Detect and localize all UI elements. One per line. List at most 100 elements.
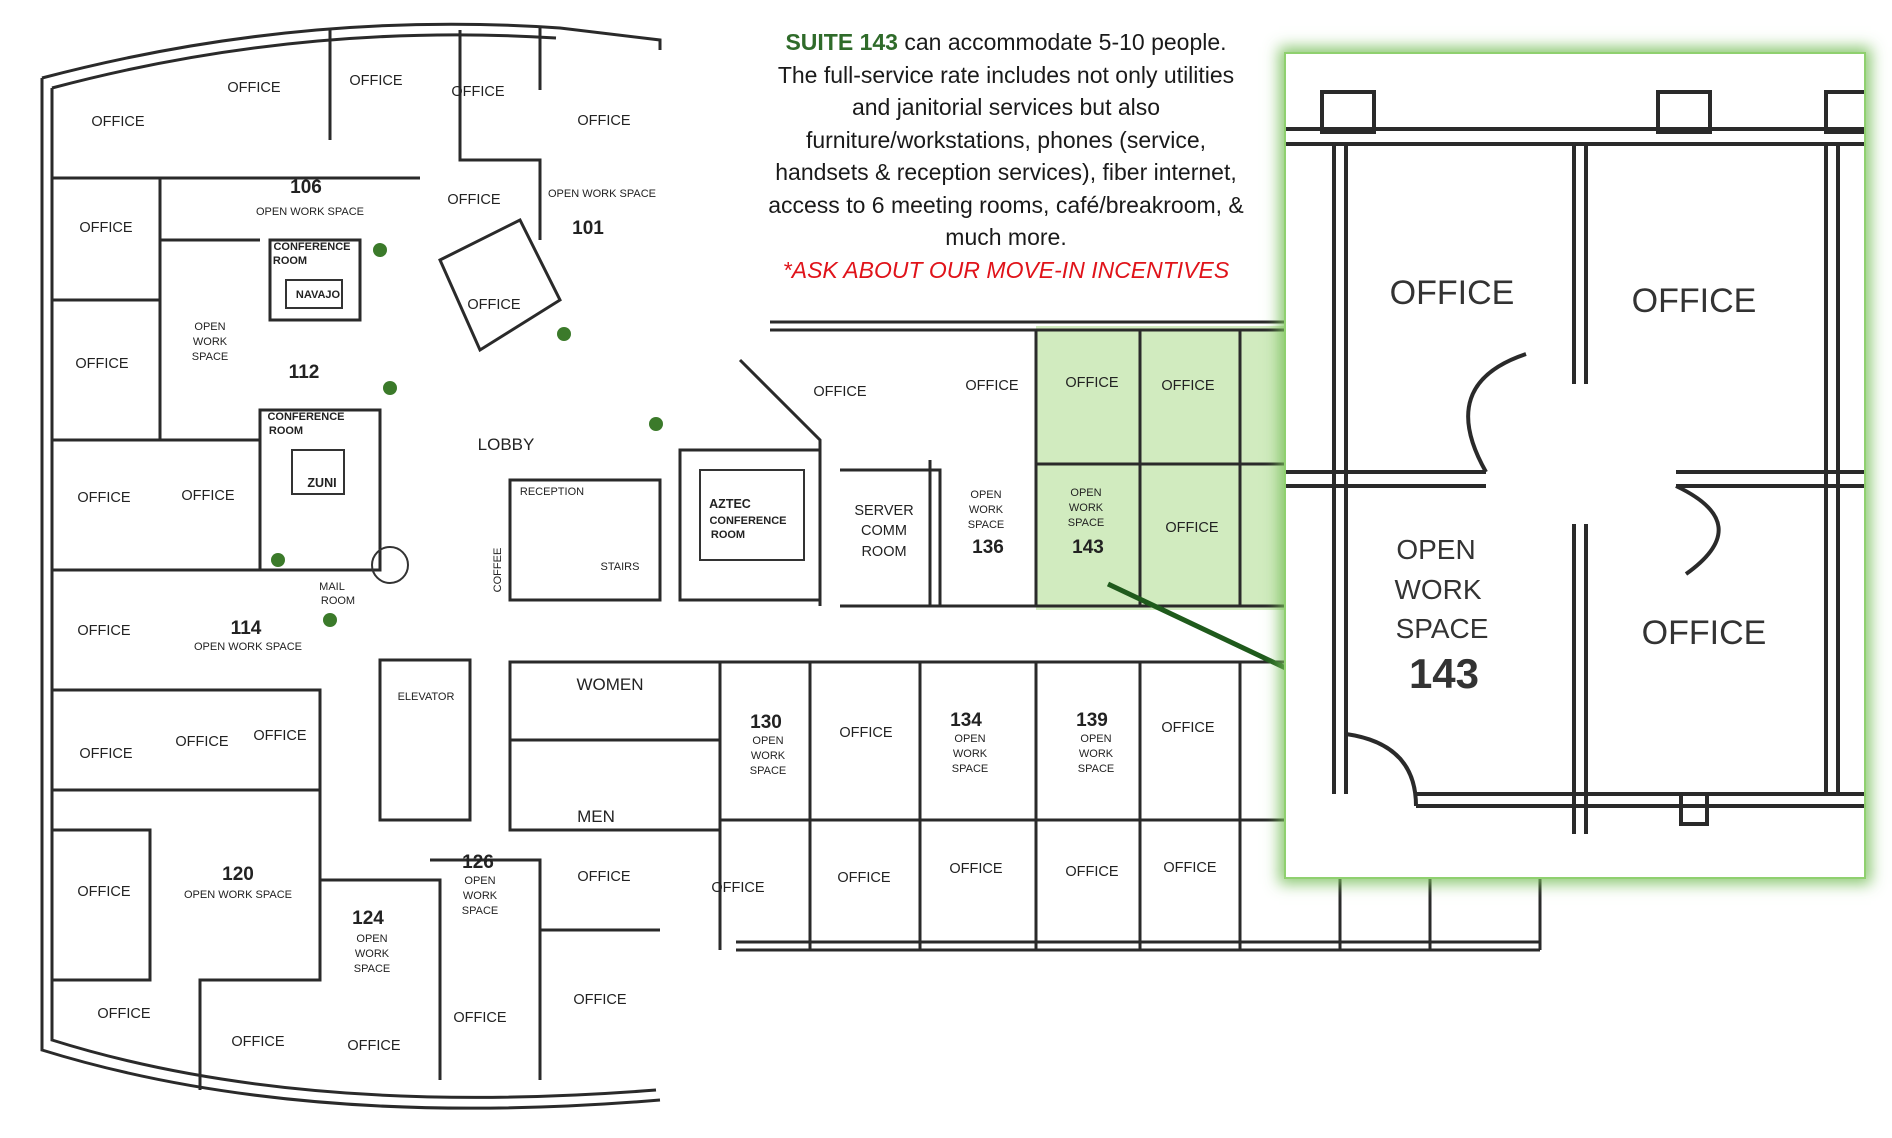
office-label: OFFICE (1161, 720, 1214, 736)
zoom-office-label: OFFICE (1632, 282, 1757, 320)
suite-136-number: 136 (972, 537, 1004, 558)
open-label: OPEN (752, 735, 783, 747)
office-label: OFFICE (253, 728, 306, 744)
description-line: furniture/workstations, phones (service, (805, 126, 1207, 153)
suite-120-number: 120 (222, 864, 254, 885)
office-label: OFFICE (227, 80, 280, 96)
space-label: SPACE (1068, 517, 1104, 529)
office-label: OFFICE (79, 220, 132, 236)
furniture (285, 279, 805, 584)
work-label: WORK (463, 890, 498, 902)
office-label: OFFICE (577, 869, 630, 885)
description-line: much more. (945, 224, 1067, 250)
suite-114-number: 114 (231, 618, 262, 639)
space-label: SPACE (462, 905, 498, 917)
suite-description: SUITE 143 can accommodate 5-10 people. T… (768, 26, 1244, 286)
space-label: SPACE (1078, 763, 1114, 775)
conference-label: CONFERENCE (273, 241, 350, 253)
office-label: OFFICE (839, 725, 892, 741)
suite-143-zoom-panel: OFFICE OFFICE OFFICE OPEN WORK SPACE 143 (1284, 52, 1866, 879)
suite-name: SUITE 143 (785, 29, 898, 55)
suite-143-number: 143 (1072, 537, 1104, 558)
office-label: OFFICE (77, 884, 130, 900)
move-in-incentive: *ASK ABOUT OUR MOVE-IN INCENTIVES (782, 256, 1230, 283)
open-label: OPEN (970, 489, 1001, 501)
open-label: OPEN (356, 933, 387, 945)
space-label: SPACE (750, 765, 786, 777)
women-restroom-label: WOMEN (576, 675, 643, 694)
office-label: OFFICE (231, 1034, 284, 1050)
room-label: ROOM (861, 544, 906, 560)
zoom-office-label: OFFICE (1642, 614, 1767, 652)
work-label: WORK (355, 948, 390, 960)
conference-label: CONFERENCE (709, 515, 786, 527)
suite-143-highlight (1036, 326, 1300, 610)
open-label: OPEN (464, 875, 495, 887)
suite-112-number: 112 (289, 362, 320, 383)
mail-label: MAIL (319, 581, 345, 593)
zoom-work-label: WORK (1394, 574, 1481, 605)
office-label: OFFICE (577, 113, 630, 129)
office-label: OFFICE (813, 384, 866, 400)
suite-capacity: can accommodate 5-10 people. (897, 29, 1227, 55)
office-label: OFFICE (347, 1038, 400, 1054)
office-label: OFFICE (447, 192, 500, 208)
open-label: OPEN (954, 733, 985, 745)
office-label: OFFICE (837, 870, 890, 886)
office-label: OFFICE (1161, 378, 1214, 394)
office-label: OFFICE (77, 623, 130, 639)
office-label: OFFICE (467, 297, 520, 313)
room-label: ROOM (273, 255, 307, 267)
description-line: handsets & reception services), fiber in… (775, 159, 1237, 185)
suite-106-number: 106 (290, 177, 322, 198)
elevator-label: ELEVATOR (398, 691, 455, 703)
server-label: SERVER (854, 503, 913, 519)
office-label: OFFICE (1065, 864, 1118, 880)
room-label: ROOM (321, 595, 355, 607)
office-label: OFFICE (97, 1006, 150, 1022)
open-work-space-label: OPEN WORK SPACE (548, 188, 656, 200)
work-label: WORK (953, 748, 988, 760)
plant-icons (271, 243, 663, 627)
description-line: and janitorial services but also (851, 94, 1161, 120)
office-label: OFFICE (77, 490, 130, 506)
suite-101-number: 101 (572, 218, 604, 239)
suite-134-number: 134 (950, 710, 982, 731)
coffee-label: COFFEE (492, 548, 504, 593)
suite-124-number: 124 (352, 908, 384, 929)
zoom-office-label: OFFICE (1390, 274, 1515, 312)
zoom-open-label: OPEN (1396, 534, 1475, 565)
office-label: OFFICE (573, 992, 626, 1008)
suite-130-number: 130 (750, 712, 782, 733)
stairs-label: STAIRS (601, 561, 640, 573)
zuni-label: ZUNI (307, 476, 336, 490)
zoom-suite-number: 143 (1409, 650, 1479, 697)
open-label: OPEN (1070, 487, 1101, 499)
office-label: OFFICE (965, 378, 1018, 394)
lobby-label: LOBBY (478, 435, 535, 454)
navajo-label: NAVAJO (296, 289, 341, 301)
suite-126-number: 126 (462, 852, 494, 873)
work-label: WORK (193, 336, 228, 348)
office-label: OFFICE (181, 488, 234, 504)
work-label: WORK (751, 750, 786, 762)
description-line: access to 6 meeting rooms, café/breakroo… (768, 191, 1244, 218)
office-label: OFFICE (1163, 860, 1216, 876)
suite-139-number: 139 (1076, 710, 1108, 731)
room-label: ROOM (269, 425, 303, 437)
office-label: OFFICE (349, 73, 402, 89)
space-label: SPACE (968, 519, 1004, 531)
office-label: OFFICE (711, 880, 764, 896)
comm-label: COMM (861, 523, 907, 539)
reception-label: RECEPTION (520, 486, 584, 498)
aztec-label: AZTEC (709, 497, 751, 511)
walls (40, 22, 1542, 1110)
space-label: SPACE (192, 351, 228, 363)
office-label: OFFICE (451, 84, 504, 100)
work-label: WORK (1069, 502, 1104, 514)
office-label: OFFICE (79, 746, 132, 762)
work-label: WORK (1079, 748, 1114, 760)
office-label: OFFICE (1165, 520, 1218, 536)
